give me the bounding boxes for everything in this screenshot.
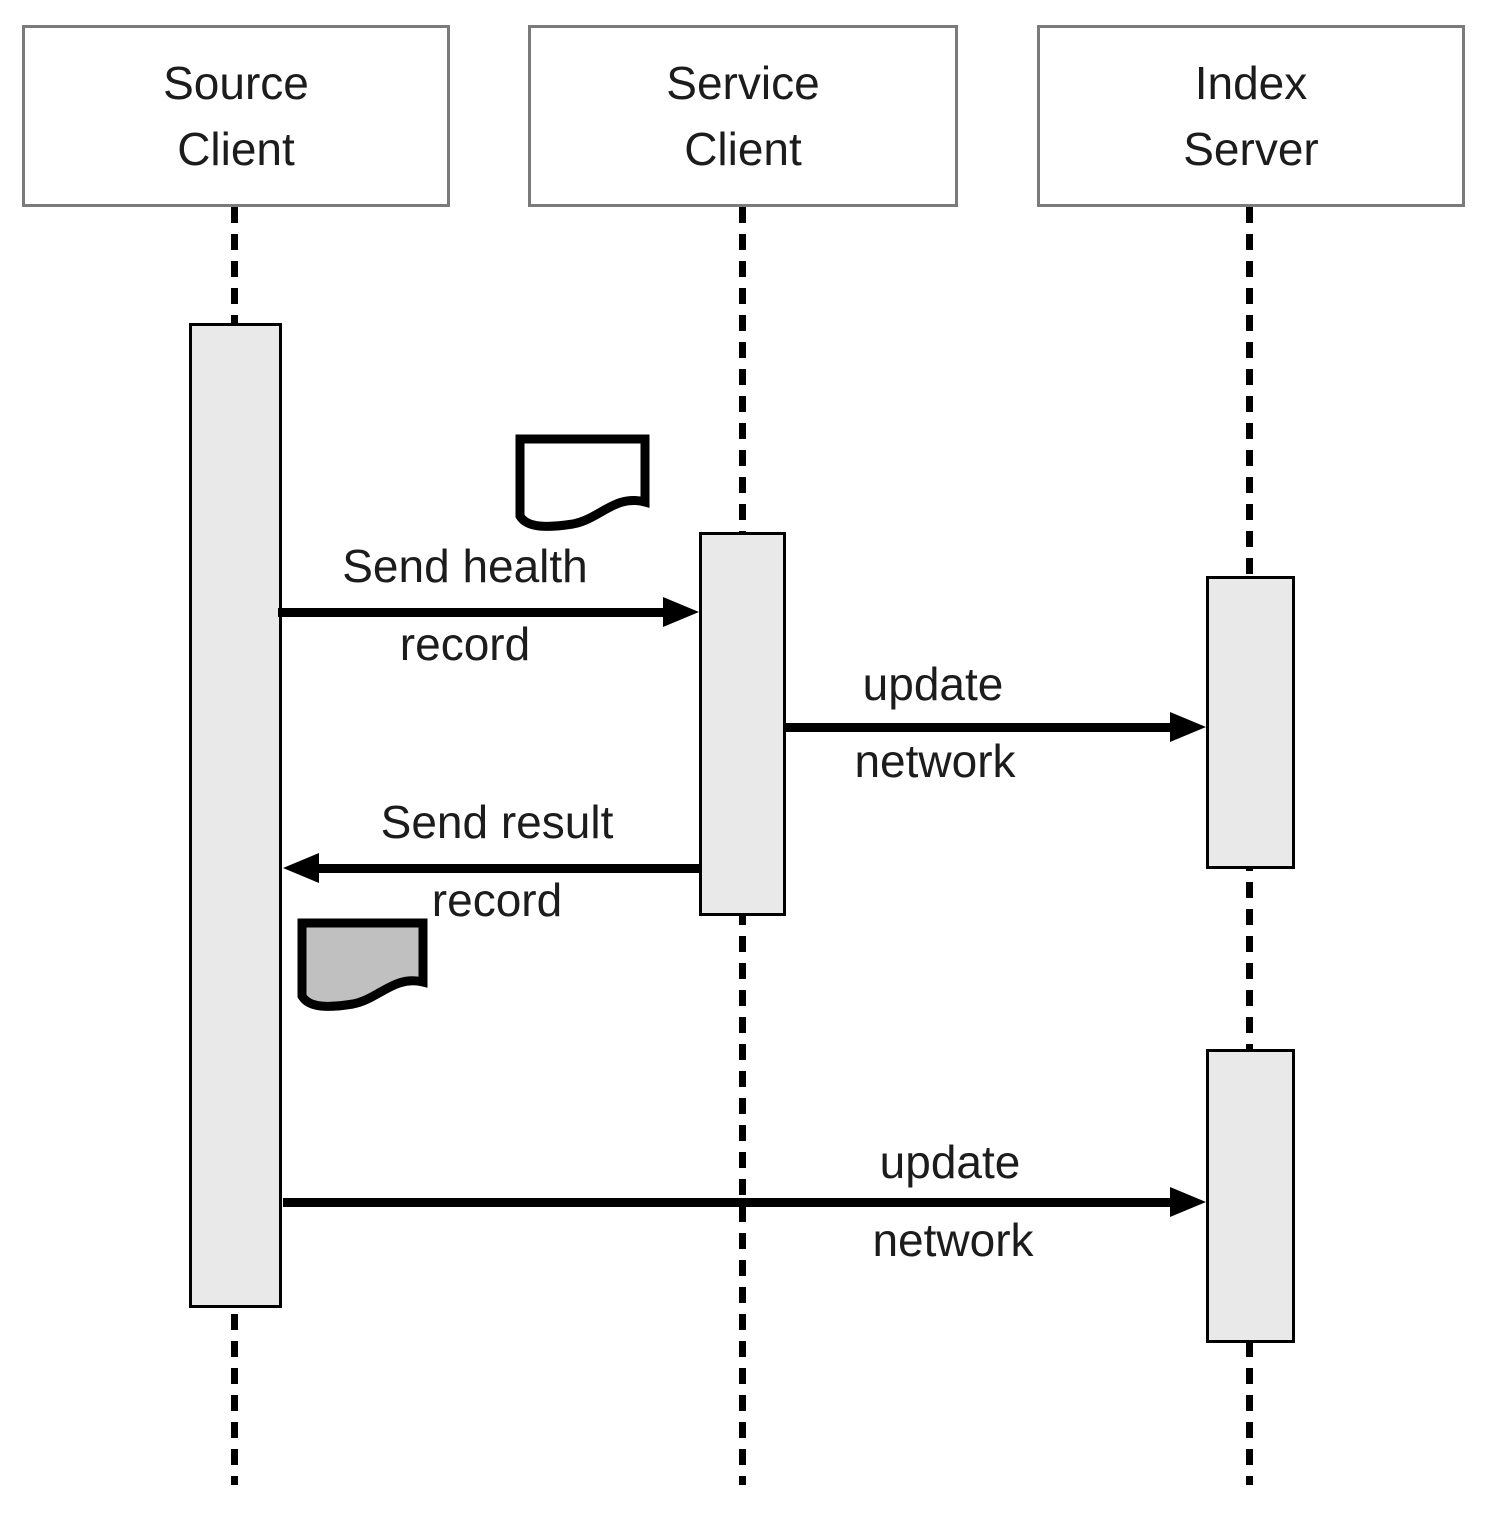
activation-bar-source-client <box>189 323 282 1308</box>
message-label: network <box>872 1214 1034 1266</box>
message-label: Send health <box>342 540 588 592</box>
actor-box-source-client: Source Client <box>22 25 450 207</box>
actor-label-line: Service <box>666 57 820 109</box>
document-icon <box>515 434 650 536</box>
message-arrow-send-result-record <box>317 864 699 873</box>
actor-label-line: Source <box>163 57 309 109</box>
activation-bar-service-client <box>699 532 786 916</box>
actor-label-line: Server <box>1183 123 1319 175</box>
message-label: update <box>862 658 1004 710</box>
arrowhead-right-icon <box>1170 712 1206 742</box>
actor-label-line: Client <box>684 123 802 175</box>
message-arrow-send-health-record <box>278 608 665 617</box>
message-arrow-update-network-1 <box>786 723 1172 732</box>
arrowhead-right-icon <box>1170 1187 1206 1217</box>
activation-bar-index-server-1 <box>1206 576 1295 869</box>
message-label: record <box>399 618 531 670</box>
arrowhead-right-icon <box>663 597 699 627</box>
arrowhead-left-icon <box>283 853 319 883</box>
health-record-document-icon <box>515 434 650 531</box>
message-arrow-update-network-2 <box>283 1198 1172 1207</box>
activation-bar-index-server-2 <box>1206 1049 1295 1343</box>
actor-box-index-server: Index Server <box>1037 25 1465 207</box>
message-label: network <box>854 735 1016 787</box>
message-label: record <box>431 874 563 926</box>
actor-box-service-client: Service Client <box>528 25 958 207</box>
message-label: update <box>879 1136 1021 1188</box>
actor-label-line: Client <box>177 123 295 175</box>
actor-label-line: Index <box>1194 57 1308 109</box>
message-label: Send result <box>380 796 614 848</box>
document-icon <box>297 918 428 1016</box>
result-record-document-icon <box>297 918 428 1011</box>
